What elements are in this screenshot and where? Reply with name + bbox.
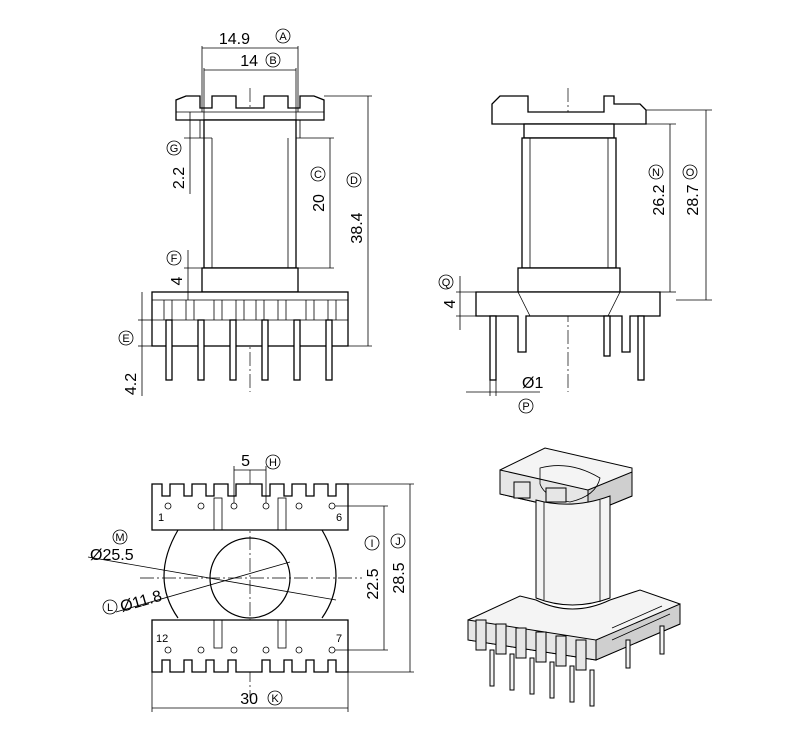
dim-H-value: 5 (241, 453, 250, 470)
dim-F-value: 4 (169, 276, 186, 285)
iso-base-fins (475, 605, 671, 671)
dim-C-tag: C (314, 169, 322, 181)
dim-Q-value: 4 (442, 299, 459, 308)
dim-L-tag: L (107, 602, 113, 614)
dim-G-value: 2.2 (171, 167, 188, 189)
dim-I-tag: I (370, 538, 373, 550)
side-pin-right (637, 315, 645, 381)
bottom-top-pins (164, 497, 336, 531)
bottom-outer-arc-left (163, 529, 179, 619)
dim-N-value: 26.2 (651, 184, 668, 215)
bottom-bottom-pins (164, 619, 336, 654)
dim-L-value: Ø11.8 (118, 588, 164, 616)
front-base (151, 291, 349, 347)
dim-N-tag: N (652, 167, 660, 179)
front-step (201, 267, 299, 293)
dim-A-tag: A (279, 31, 287, 43)
dim-B-tag: B (269, 55, 276, 67)
front-top-flange (175, 95, 325, 121)
dim-G-tag: G (170, 143, 179, 155)
dim-Q-tag: Q (442, 277, 451, 289)
dim-A-value: 14.9 (219, 31, 250, 48)
dim-L-leader (115, 561, 291, 613)
iso-barrel (535, 495, 611, 606)
dim-O-value: 28.7 (685, 184, 702, 215)
pin-label-1: 1 (158, 512, 164, 524)
pin-label-6: 6 (336, 512, 342, 524)
side-top-flange (491, 95, 647, 125)
front-view: 14.9 A 14 B 20 C 38.4 D 2.2 G 4 (118, 28, 372, 396)
bottom-outer-arc-right (321, 529, 337, 619)
dim-E-tag: E (122, 333, 129, 345)
dim-J-value: 28.5 (391, 562, 408, 593)
dim-M-value: Ø25.5 (90, 547, 134, 564)
front-barrel (203, 119, 297, 269)
dim-B-value: 14 (240, 53, 258, 70)
side-view: 26.2 N 28.7 O 4 Q Ø1 P (438, 88, 712, 414)
isometric-view (467, 447, 681, 707)
dim-F-tag: F (171, 253, 178, 265)
bottom-bottom-rail (151, 619, 349, 673)
front-base-slots (152, 300, 348, 321)
dim-D-value: 38.4 (349, 212, 366, 243)
side-barrel (521, 137, 617, 269)
dim-M-tag: M (115, 532, 124, 544)
dim-P-tag: P (522, 401, 529, 413)
side-pin-left (489, 315, 497, 381)
pin-label-12: 12 (156, 633, 168, 645)
dim-C-value: 20 (311, 194, 328, 212)
dim-M-leader (87, 556, 337, 601)
dim-E-value: 4.2 (123, 373, 140, 395)
dim-P-value: Ø1 (522, 375, 543, 392)
dim-K-tag: K (271, 693, 279, 705)
iso-pins (489, 625, 665, 707)
dim-K-value: 30 (240, 691, 258, 708)
dim-J-tag: J (395, 536, 401, 548)
bottom-view: 1 6 12 7 5 H 22.5 I 28.5 J (87, 453, 414, 712)
dim-O-tag: O (686, 167, 695, 179)
dim-I-value: 22.5 (365, 568, 382, 599)
dim-H-tag: H (269, 457, 277, 469)
bottom-top-rail (151, 483, 349, 531)
dim-D-tag: D (350, 175, 358, 187)
pin-label-7: 7 (336, 633, 342, 645)
side-base (475, 291, 661, 353)
front-pins (165, 319, 333, 381)
